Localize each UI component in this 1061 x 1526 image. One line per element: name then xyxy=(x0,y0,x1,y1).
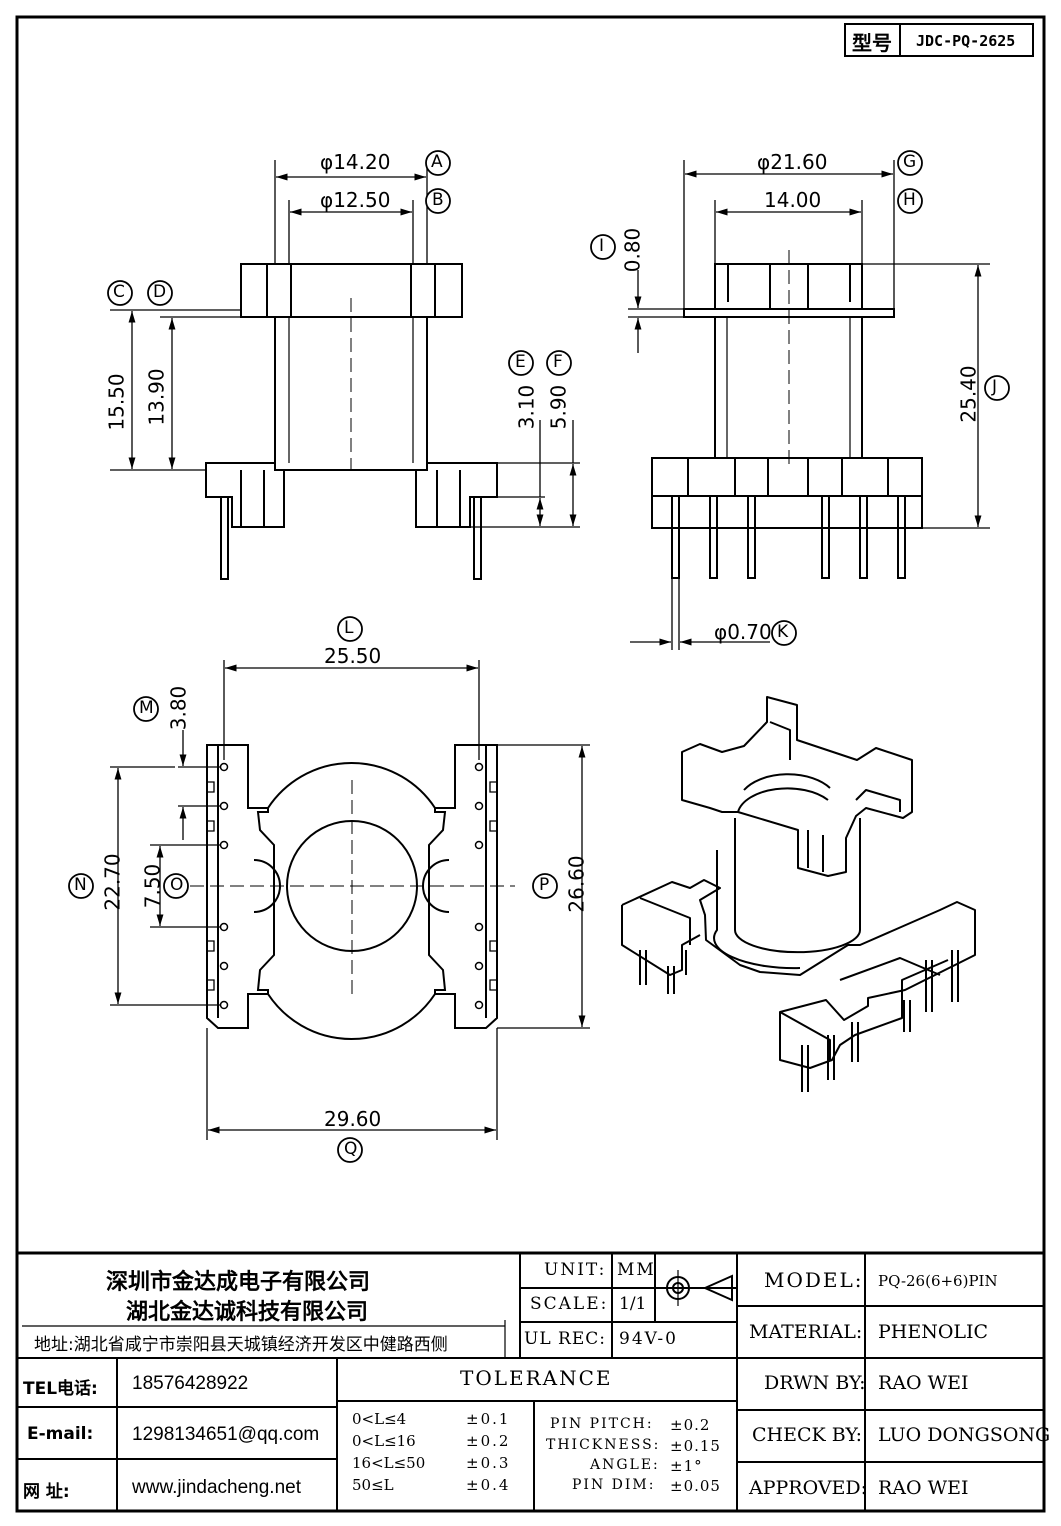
dim-P-value: 26.60 xyxy=(564,855,589,913)
ulrec-value: 94V-0 xyxy=(619,1329,678,1349)
dim-H-value: 14.00 xyxy=(764,188,822,212)
angle-value: ±1° xyxy=(670,1457,703,1475)
letter-I: I xyxy=(599,236,605,256)
side-view-dimensions xyxy=(628,160,990,650)
letter-G: G xyxy=(903,152,917,172)
ulrec-label: UL REC: xyxy=(524,1329,606,1349)
letter-H: H xyxy=(903,190,916,210)
dim-K-value: φ0.70 xyxy=(714,620,772,644)
letter-E: E xyxy=(515,352,526,372)
dim-B-value: φ12.50 xyxy=(320,188,391,212)
dim-G-value: φ21.60 xyxy=(757,150,828,174)
dim-D-value: 13.90 xyxy=(144,368,169,426)
dim-F-value: 5.90 xyxy=(546,384,571,430)
letter-circles xyxy=(68,150,1010,1163)
angle-label: ANGLE: xyxy=(590,1457,660,1473)
dim-I-value: 0.80 xyxy=(620,227,645,273)
tolerance-range-1: 0<L≤4 xyxy=(352,1410,407,1428)
dim-O-value: 7.50 xyxy=(140,863,165,909)
material-label: MATERIAL: xyxy=(749,1321,863,1343)
company-name-1: 深圳市金达成电子有限公司 xyxy=(106,1270,371,1295)
front-view xyxy=(205,263,498,580)
isometric-view xyxy=(621,696,976,1092)
tolerance-value-1: ±0.1 xyxy=(466,1410,511,1428)
web-label: 网 址: xyxy=(23,1482,70,1502)
model-label: MODEL: xyxy=(764,1268,864,1292)
pin-pitch-value: ±0.2 xyxy=(670,1416,711,1434)
tel-label: TEL电话: xyxy=(23,1379,98,1399)
dim-L-value: 25.50 xyxy=(324,644,382,668)
thickness-label: THICKNESS: xyxy=(546,1437,661,1453)
dim-C-value: 15.50 xyxy=(104,373,129,431)
material-value: PHENOLIC xyxy=(878,1321,989,1343)
web-value: www.jindacheng.net xyxy=(132,1477,301,1498)
letter-D: D xyxy=(153,282,167,302)
email-value: 1298134651@qq.com xyxy=(132,1424,320,1445)
tolerance-range-2: 0<L≤16 xyxy=(352,1432,416,1450)
model-no-value: JDC-PQ-2625 xyxy=(916,32,1016,50)
bottom-view-dimensions xyxy=(110,660,590,1140)
side-view xyxy=(651,250,923,579)
drawn-label: DRWN BY: xyxy=(764,1372,866,1394)
letter-P: P xyxy=(539,875,550,895)
letter-J: J xyxy=(992,377,998,397)
bottom-view-slots xyxy=(207,781,497,991)
letter-O: O xyxy=(170,875,184,895)
tolerance-range-4: 50≤L xyxy=(352,1476,394,1494)
tolerance-title: TOLERANCE xyxy=(460,1366,613,1390)
letter-F: F xyxy=(553,352,563,372)
approved-value: RAO WEI xyxy=(878,1477,969,1499)
drawn-value: RAO WEI xyxy=(878,1372,969,1394)
company-address: 地址:湖北省咸宁市崇阳县天城镇经济开发区中健路西侧 xyxy=(34,1335,448,1355)
title-block-grid xyxy=(17,1251,1044,1511)
tolerance-value-3: ±0.3 xyxy=(466,1454,511,1472)
letter-K: K xyxy=(777,622,789,642)
dim-Q-value: 29.60 xyxy=(324,1107,382,1131)
letter-A: A xyxy=(431,152,443,172)
letter-C: C xyxy=(113,282,125,302)
pin-dim-label: PIN DIM: xyxy=(572,1477,656,1493)
scale-value: 1/1 xyxy=(619,1294,647,1314)
dim-M-value: 3.80 xyxy=(166,685,191,731)
unit-value: MM xyxy=(617,1260,656,1280)
unit-label: UNIT: xyxy=(544,1260,607,1280)
dim-J-value: 25.40 xyxy=(956,365,981,423)
model-number-box xyxy=(844,23,1034,57)
tel-value: 18576428922 xyxy=(132,1373,249,1394)
thickness-value: ±0.15 xyxy=(670,1437,721,1455)
tolerance-value-2: ±0.2 xyxy=(466,1432,511,1450)
front-view-dimensions xyxy=(110,160,580,528)
dim-N-value: 22.70 xyxy=(100,853,125,911)
check-label: CHECK BY: xyxy=(752,1424,862,1446)
dim-A-value: φ14.20 xyxy=(320,150,391,174)
check-value: LUO DONGSONG xyxy=(878,1424,1051,1446)
dim-E-value: 3.10 xyxy=(514,384,539,430)
model-value: PQ-26(6+6)PIN xyxy=(878,1272,998,1290)
bottom-view xyxy=(190,744,515,1040)
sheet-border xyxy=(15,15,1046,1513)
approved-label: APPROVED: xyxy=(749,1477,868,1499)
email-label: E-mail: xyxy=(27,1424,94,1444)
letter-M: M xyxy=(139,698,154,718)
pin-pitch-label: PIN PITCH: xyxy=(550,1416,654,1432)
pin-dim-value: ±0.05 xyxy=(670,1477,721,1495)
scale-label: SCALE: xyxy=(530,1294,609,1314)
projection-symbol xyxy=(660,1270,734,1306)
letter-N: N xyxy=(74,875,87,895)
letter-B: B xyxy=(432,190,444,210)
bottom-view-pin-holes xyxy=(219,762,484,1010)
model-no-label: 型号 xyxy=(852,31,892,55)
letter-Q: Q xyxy=(344,1139,358,1159)
letter-L: L xyxy=(344,618,354,638)
company-name-2: 湖北金达诚科技有限公司 xyxy=(126,1300,369,1325)
tolerance-value-4: ±0.4 xyxy=(466,1476,511,1494)
tolerance-range-3: 16<L≤50 xyxy=(352,1454,426,1472)
